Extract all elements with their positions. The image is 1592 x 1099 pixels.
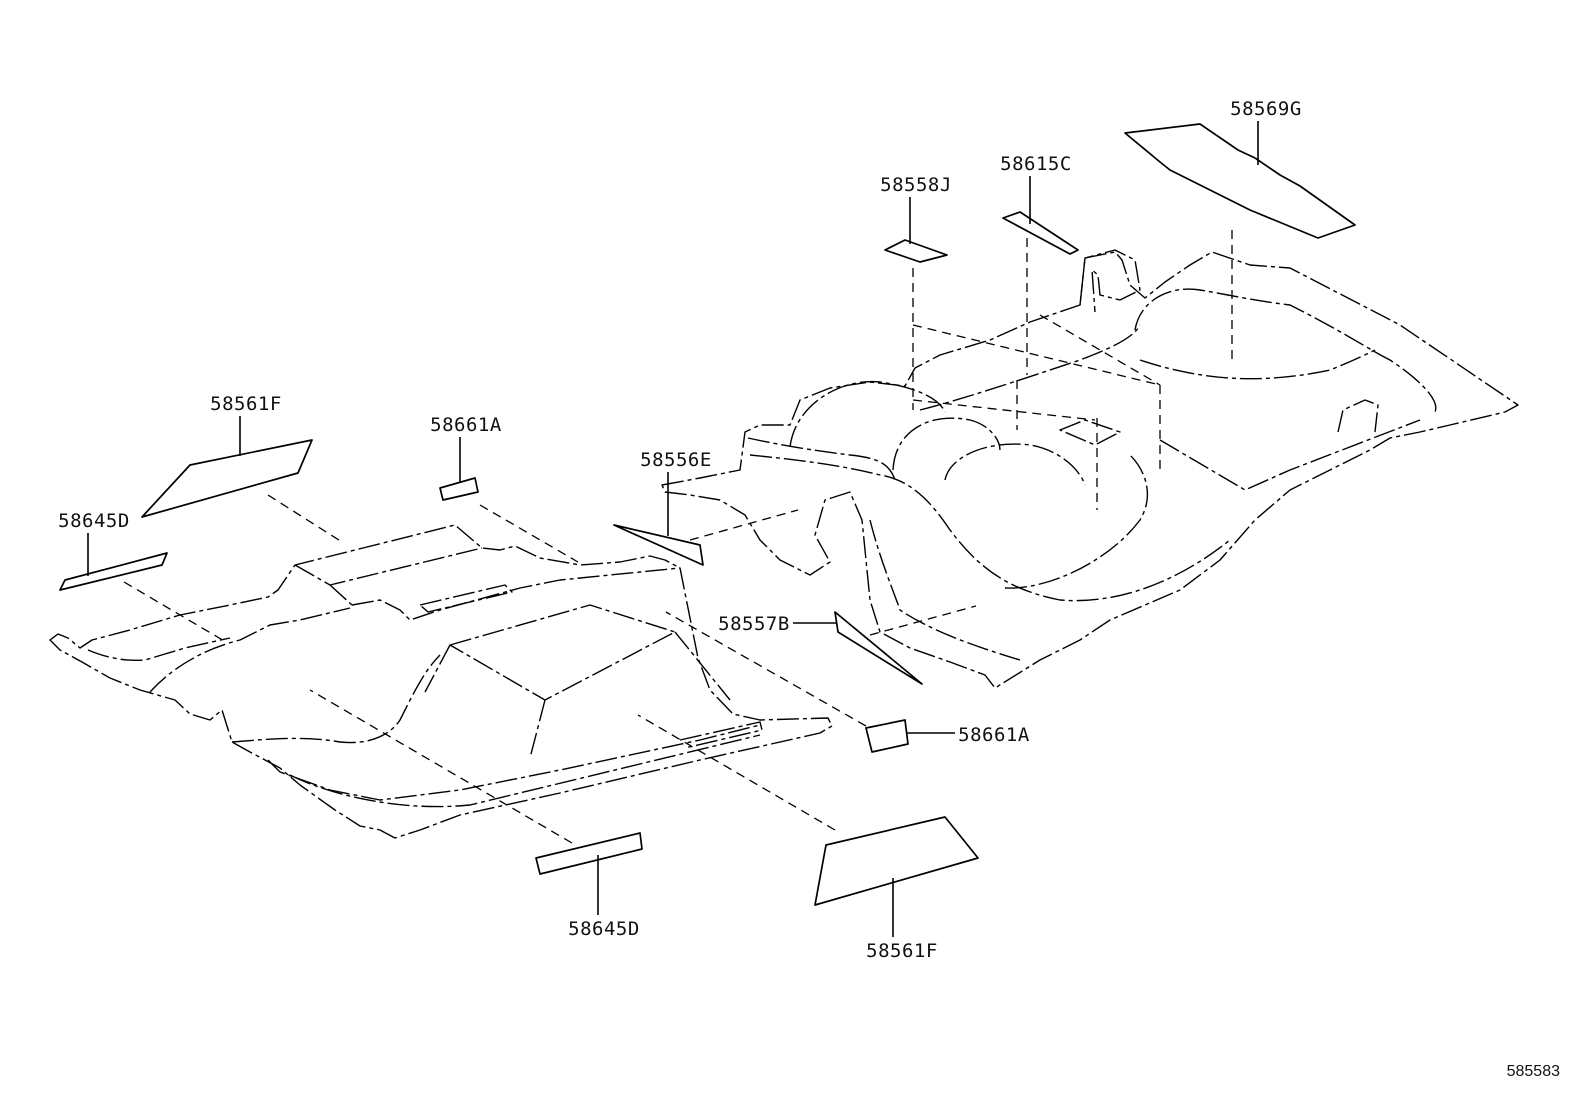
assembly-line-58645D-left [123, 581, 227, 643]
rear-floor-outline [661, 251, 1519, 689]
leader-lines [87, 121, 1259, 937]
callout-labels: 58569G 58615C 58558J 58561F 58661A 58556… [58, 98, 1302, 962]
rear-floor-pan [661, 249, 1519, 689]
silencer-pads [59, 123, 1356, 906]
callout-58557B: 58557B [718, 613, 790, 635]
callout-58569G: 58569G [1230, 98, 1302, 120]
assembly-lines [123, 230, 1233, 844]
rear-seat-box [424, 604, 731, 759]
center-floor-edge [231, 654, 441, 744]
spare-well-front-hump [789, 380, 946, 448]
pad-58645D-bottom [535, 832, 643, 875]
wheelhouse-bracket-left [1079, 249, 1141, 313]
callout-58661A-top: 58661A [430, 414, 502, 436]
callout-58645D-left: 58645D [58, 510, 130, 532]
rear-hump [1134, 288, 1437, 413]
rear-center-bracket [1059, 419, 1121, 446]
assembly-line-58661A-top [479, 504, 579, 563]
pad-58558J [884, 239, 948, 263]
figure-code: 585583 [1507, 1063, 1560, 1080]
sill-line-outer [267, 724, 761, 801]
assembly-line-58557B [869, 605, 977, 636]
front-floor-pan [49, 524, 833, 839]
tunnel-centerline [351, 567, 681, 621]
callout-58645D-bottom: 58645D [568, 918, 640, 940]
sill-strip [679, 721, 763, 749]
pad-58561F-bottom [814, 816, 979, 906]
callout-58561F-top: 58561F [210, 393, 282, 415]
callout-58556E: 58556E [640, 449, 712, 471]
pad-58661A-right [865, 719, 909, 753]
wheelhouse-bracket-right [1337, 399, 1379, 433]
rear-tunnel-lip [747, 437, 896, 481]
pad-58561F-top [141, 439, 313, 518]
front-inner-curve [149, 607, 351, 693]
callout-58615C: 58615C [1000, 153, 1072, 175]
front-floor-outline [49, 524, 833, 839]
tank-hump-2 [944, 443, 1086, 486]
callout-58561F-bottom: 58561F [866, 940, 938, 962]
pad-58645D-left [59, 552, 168, 591]
rear-floor-inner-edge [919, 324, 1141, 411]
assembly-line-58561F-bottom [637, 714, 836, 831]
callout-58661A-right: 58661A [958, 724, 1030, 746]
pad-58615C [1002, 211, 1079, 255]
rear-side-wall [869, 519, 1021, 661]
pad-58556E [613, 524, 704, 566]
rear-floor-crease [749, 454, 1231, 602]
rear-floor-step [1159, 419, 1421, 491]
assembly-line-58661A-right [665, 611, 867, 727]
sill-line-inner [289, 734, 761, 808]
rear-hump-inner [1139, 349, 1376, 380]
pad-58557B [834, 611, 923, 685]
front-footwell-curve [87, 637, 231, 662]
pad-58661A-top [439, 477, 479, 501]
assembly-line-58645D-bottom [309, 689, 573, 844]
pad-58569G [1124, 123, 1356, 239]
callout-58558J: 58558J [880, 174, 952, 196]
main-hump-edge [1004, 454, 1149, 589]
assembly-outline-rear [912, 314, 1161, 421]
seat-riser-box [294, 547, 483, 606]
assembly-line-58556E [689, 509, 799, 541]
assembly-line-58561F-top [267, 494, 343, 543]
tunnel-slot [419, 584, 513, 613]
tank-hump-1 [892, 417, 1001, 471]
